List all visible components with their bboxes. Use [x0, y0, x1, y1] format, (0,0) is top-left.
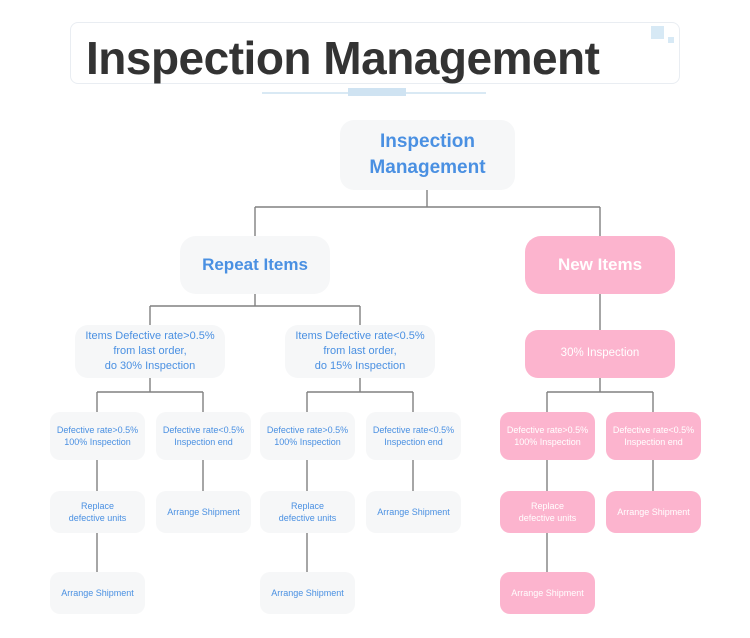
- title-card: [70, 22, 680, 84]
- node-repeat-items[interactable]: Repeat Items: [180, 236, 330, 294]
- node-b-defective-gt-line-2: 100% Inspection: [274, 437, 341, 447]
- node-root-line-2: Management: [369, 157, 486, 178]
- node-a-replace-units-line-1: Replace: [80, 500, 114, 511]
- node-repeat-defective-gt[interactable]: Items Defective rate>0.5% from last orde…: [75, 325, 225, 378]
- node-new-30-inspection[interactable]: 30% Inspection: [525, 330, 675, 378]
- node-a-defective-gt-line-2: 100% Inspection: [64, 437, 131, 447]
- page-title: Inspection Management: [86, 32, 600, 84]
- node-a-defective-gt[interactable]: Defective rate>0.5% 100% Inspection: [50, 412, 145, 460]
- node-new-items[interactable]: New Items: [525, 236, 675, 294]
- node-a-final-arrange-shipment-label: Arrange Shipment: [61, 587, 134, 598]
- node-a-defective-lt[interactable]: Defective rate<0.5% Inspection end: [156, 412, 251, 460]
- node-new-items-label: New Items: [557, 254, 643, 274]
- node-root-line-1: Inspection: [379, 131, 475, 153]
- node-a-replace-units-line-2: defective units: [68, 513, 127, 523]
- node-c-defective-lt-line-2: Inspection end: [624, 437, 683, 447]
- node-repeat-defective-lt-line-2: from last order,: [323, 345, 397, 358]
- node-c-final-arrange-shipment[interactable]: Arrange Shipment: [500, 572, 595, 614]
- decorative-square-small-icon: [668, 37, 674, 43]
- decorative-square-large-icon: [651, 26, 664, 39]
- node-a-final-arrange-shipment[interactable]: Arrange Shipment: [50, 572, 145, 614]
- node-a-arrange-shipment[interactable]: Arrange Shipment: [156, 491, 251, 533]
- node-repeat-defective-gt-line-2: from last order,: [113, 345, 187, 358]
- node-new-30-inspection-label: 30% Inspection: [560, 347, 640, 360]
- node-repeat-defective-lt[interactable]: Items Defective rate<0.5% from last orde…: [285, 325, 435, 378]
- node-repeat-items-label: Repeat Items: [202, 254, 308, 274]
- node-b-arrange-shipment[interactable]: Arrange Shipment: [366, 491, 461, 533]
- node-b-defective-gt-line-1: Defective rate>0.5%: [266, 424, 349, 435]
- title-underline-accent: [348, 88, 406, 96]
- node-root[interactable]: Inspection Management: [340, 120, 515, 190]
- node-b-replace-units-line-1: Replace: [290, 500, 324, 511]
- node-b-defective-lt[interactable]: Defective rate<0.5% Inspection end: [366, 412, 461, 460]
- node-b-defective-lt-line-1: Defective rate<0.5%: [372, 424, 455, 435]
- node-b-replace-units[interactable]: Replace defective units: [260, 491, 355, 533]
- node-c-final-arrange-shipment-label: Arrange Shipment: [511, 587, 584, 598]
- node-b-arrange-shipment-label: Arrange Shipment: [377, 506, 450, 517]
- node-b-final-arrange-shipment-label: Arrange Shipment: [271, 587, 344, 598]
- node-c-arrange-shipment[interactable]: Arrange Shipment: [606, 491, 701, 533]
- node-c-defective-gt-line-2: 100% Inspection: [514, 437, 581, 447]
- node-c-replace-units-line-1: Replace: [530, 500, 564, 511]
- node-c-replace-units-line-2: defective units: [518, 513, 577, 523]
- node-c-replace-units[interactable]: Replace defective units: [500, 491, 595, 533]
- node-repeat-defective-lt-line-3: do 15% Inspection: [314, 359, 406, 372]
- node-b-replace-units-line-2: defective units: [278, 513, 337, 523]
- node-a-arrange-shipment-label: Arrange Shipment: [167, 506, 240, 517]
- node-a-replace-units[interactable]: Replace defective units: [50, 491, 145, 533]
- node-repeat-defective-lt-line-1: Items Defective rate<0.5%: [295, 330, 425, 343]
- node-a-defective-lt-line-2: Inspection end: [174, 437, 233, 447]
- node-repeat-defective-gt-line-1: Items Defective rate>0.5%: [85, 330, 215, 343]
- node-c-defective-lt[interactable]: Defective rate<0.5% Inspection end: [606, 412, 701, 460]
- node-c-arrange-shipment-label: Arrange Shipment: [617, 506, 690, 517]
- node-b-final-arrange-shipment[interactable]: Arrange Shipment: [260, 572, 355, 614]
- node-c-defective-gt-line-1: Defective rate>0.5%: [506, 424, 589, 435]
- node-b-defective-lt-line-2: Inspection end: [384, 437, 443, 447]
- node-c-defective-gt[interactable]: Defective rate>0.5% 100% Inspection: [500, 412, 595, 460]
- node-repeat-defective-gt-line-3: do 30% Inspection: [104, 359, 196, 372]
- node-a-defective-gt-line-1: Defective rate>0.5%: [56, 424, 139, 435]
- node-b-defective-gt[interactable]: Defective rate>0.5% 100% Inspection: [260, 412, 355, 460]
- node-c-defective-lt-line-1: Defective rate<0.5%: [612, 424, 695, 435]
- node-a-defective-lt-line-1: Defective rate<0.5%: [162, 424, 245, 435]
